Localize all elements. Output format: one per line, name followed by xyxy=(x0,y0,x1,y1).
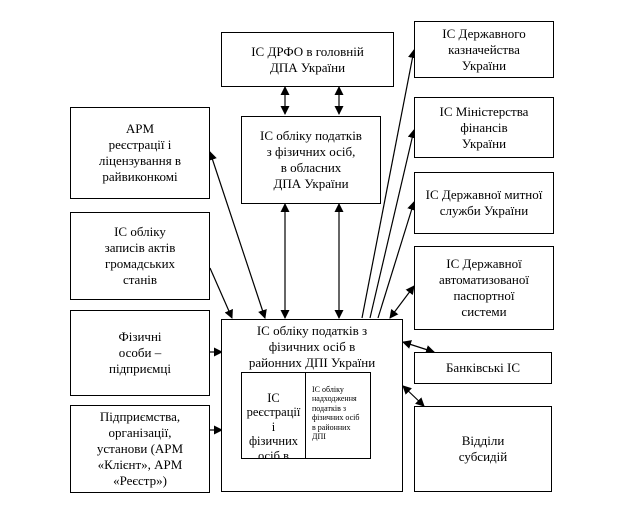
node-treasury-label: ІС Державного казначейства України xyxy=(442,25,526,73)
node-arm-registration: АРМ реєстрації і ліцензування в райвикон… xyxy=(70,107,210,199)
node-passport: ІС Державної автоматизованої паспортної … xyxy=(414,246,554,330)
node-civil-records-label: ІС обліку записів актів громадських стан… xyxy=(104,224,176,287)
node-district-inner xyxy=(241,372,371,459)
node-enterprises: Підприємства, організації, установи (АРМ… xyxy=(70,405,210,493)
node-treasury: ІС Державного казначейства України xyxy=(414,21,554,78)
node-physical-entrepreneurs: Фізичні особи – підприємці xyxy=(70,310,210,396)
node-subsidies: Відділи субсидій xyxy=(414,406,552,492)
node-regional: ІС обліку податків з фізичних осіб, в об… xyxy=(241,116,381,204)
node-subsidies-label: Відділи субсидій xyxy=(458,433,508,464)
node-district-sub-revenue-label: ІС обліку надходження податків з фізични… xyxy=(312,384,360,442)
node-banks-label: Банківські ІС xyxy=(445,360,521,375)
arrow-district-minfin xyxy=(369,129,417,319)
node-arm-registration-label: АРМ реєстрації і ліцензування в райвикон… xyxy=(98,121,182,184)
node-customs-label: ІС Державної митної служби України xyxy=(425,187,543,218)
node-district-label: ІС обліку податків з фізичних осіб в рай… xyxy=(248,323,376,370)
node-banks: Банківські ІС xyxy=(414,352,552,384)
node-district: ІС обліку податків з фізичних осіб в рай… xyxy=(221,319,403,492)
node-civil-records: ІС обліку записів актів громадських стан… xyxy=(70,212,210,300)
node-minfin-label: ІС Міністерства фінансів України xyxy=(439,103,529,151)
node-enterprises-label: Підприємства, організації, установи (АРМ… xyxy=(96,409,184,488)
node-passport-label: ІС Державної автоматизованої паспортної … xyxy=(439,256,529,319)
arrow-district-treasury xyxy=(361,49,417,319)
node-drfo-label: ІС ДРФО в головній ДПА України xyxy=(251,43,364,75)
node-physical-entrepreneurs-label: Фізичні особи – підприємці xyxy=(109,329,171,376)
node-drfo: ІС ДРФО в головній ДПА України xyxy=(221,32,394,87)
node-customs: ІС Державної митної служби України xyxy=(414,172,554,234)
arrow-district-passport xyxy=(389,285,415,319)
node-district-sub-registration-label: ІС реєстрації і фізичних осіб в р xyxy=(246,390,301,459)
arrow-district-banks xyxy=(402,340,435,354)
arrow-civil-district xyxy=(209,267,233,319)
arrow-district-subsidies xyxy=(402,385,425,407)
arrow-district-customs xyxy=(377,201,416,319)
node-district-sub-revenue: ІС обліку надходження податків з фізични… xyxy=(309,375,371,457)
node-minfin: ІС Міністерства фінансів України xyxy=(414,97,554,158)
arrow-arm-district xyxy=(208,151,267,319)
node-district-sub-registration: ІС реєстрації і фізичних осіб в р xyxy=(242,373,306,458)
node-regional-label: ІС обліку податків з фізичних осіб, в об… xyxy=(260,128,362,191)
